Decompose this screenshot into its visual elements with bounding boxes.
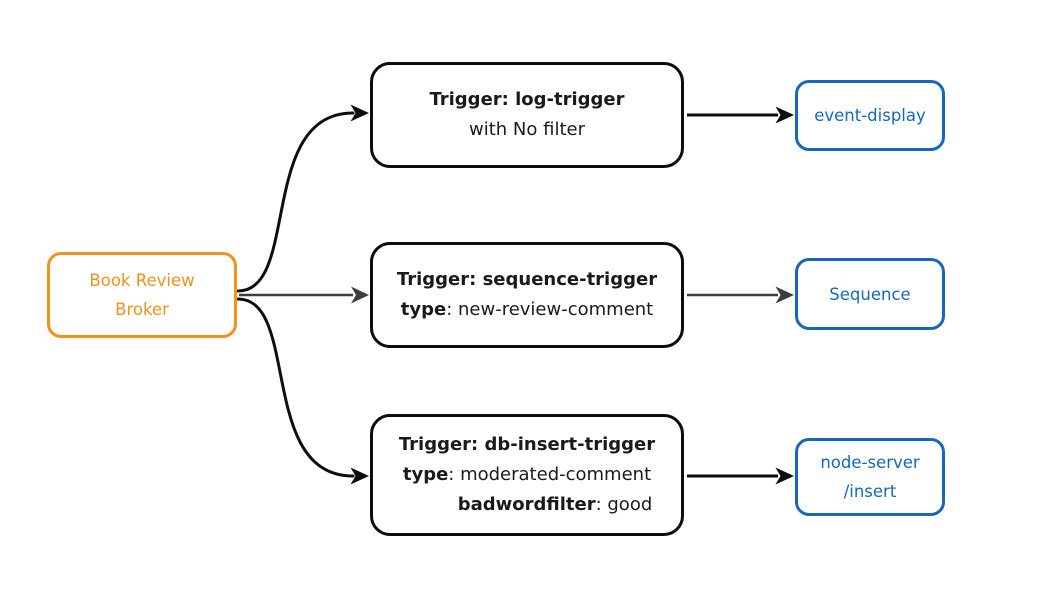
arrowhead bbox=[775, 286, 794, 304]
edge-broker-to-db-insert-trigger bbox=[236, 297, 369, 485]
edge-broker-to-sequence-trigger bbox=[239, 286, 369, 304]
broker-node: Book Review Broker bbox=[47, 252, 237, 338]
arrowhead bbox=[351, 286, 369, 304]
trigger-filter-text: with No filter bbox=[469, 119, 585, 140]
trigger-node-log-trigger: Trigger: log-trigger with No filter bbox=[370, 62, 684, 168]
trigger-node-db-insert-trigger: Trigger: db-insert-trigger type: moderat… bbox=[370, 414, 684, 536]
sink-node-node-server-insert: node-server /insert bbox=[795, 438, 945, 516]
trigger-node-sequence-trigger: Trigger: sequence-trigger type: new-revi… bbox=[370, 242, 684, 348]
edge-sequence-trigger-to-sequence bbox=[687, 286, 794, 304]
trigger-title: Trigger: log-trigger bbox=[429, 89, 625, 110]
edge-log-trigger-to-event-display bbox=[687, 106, 794, 124]
sink-node-sequence: Sequence bbox=[795, 258, 945, 330]
arrowhead bbox=[775, 467, 794, 485]
arrowhead bbox=[350, 104, 369, 122]
edge-db-insert-trigger-to-node-server bbox=[687, 467, 794, 485]
trigger-filter-text: type: new-review-comment bbox=[400, 299, 654, 320]
trigger-filter-text: type: moderated-comment bbox=[402, 464, 652, 485]
arrowhead bbox=[775, 106, 794, 124]
trigger-title: Trigger: sequence-trigger bbox=[396, 269, 658, 290]
edge-broker-to-log-trigger bbox=[236, 104, 369, 293]
trigger-filter-text-2: badwordfilter: good bbox=[457, 494, 653, 515]
sink-node-event-display: event-display bbox=[795, 80, 945, 151]
arrowhead bbox=[350, 467, 369, 485]
trigger-title: Trigger: db-insert-trigger bbox=[398, 434, 656, 455]
